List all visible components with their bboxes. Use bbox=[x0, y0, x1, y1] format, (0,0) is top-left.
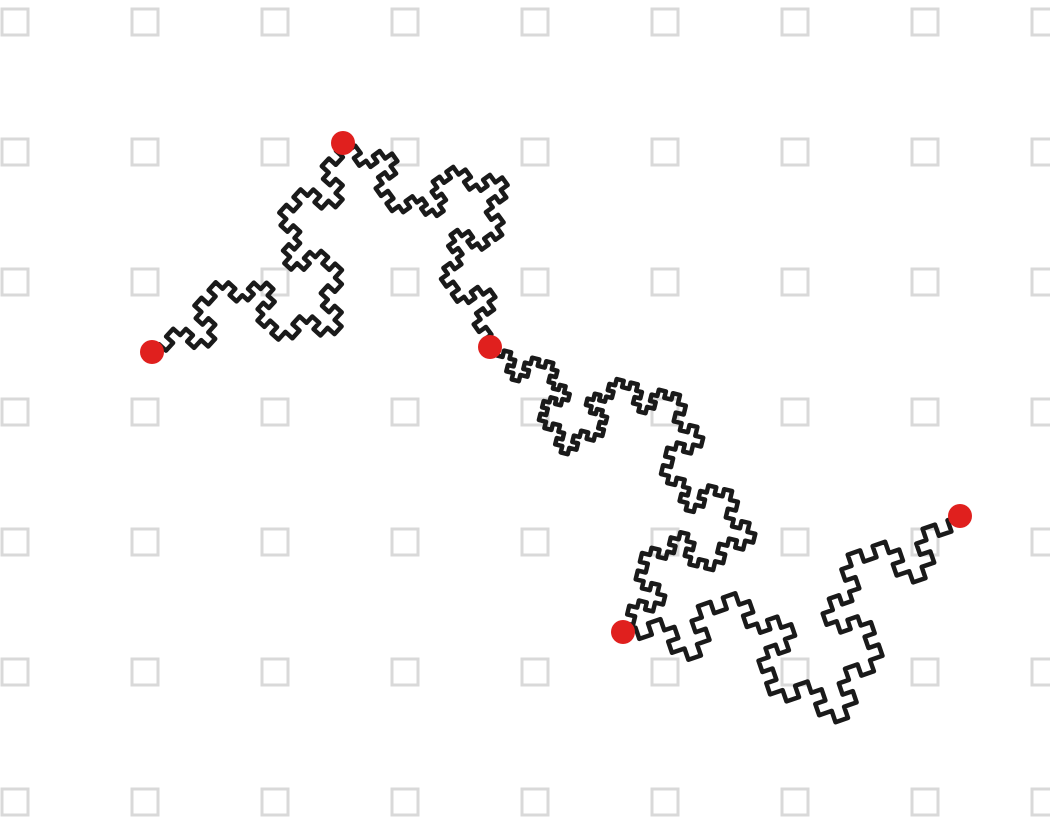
grid-marker bbox=[780, 267, 810, 297]
grid-marker bbox=[910, 137, 940, 167]
grid-marker bbox=[390, 7, 420, 37]
highlighted-points bbox=[140, 131, 972, 644]
grid-marker bbox=[130, 397, 160, 427]
grid-marker bbox=[780, 7, 810, 37]
endpoint-dot bbox=[611, 620, 635, 644]
grid-marker bbox=[0, 527, 30, 557]
grid-marker bbox=[390, 397, 420, 427]
grid-marker bbox=[390, 267, 420, 297]
grid-marker bbox=[0, 137, 30, 167]
grid-marker bbox=[520, 267, 550, 297]
grid-marker bbox=[780, 787, 810, 817]
grid-marker bbox=[650, 137, 680, 167]
grid-marker bbox=[520, 527, 550, 557]
grid-marker bbox=[130, 267, 160, 297]
grid-marker bbox=[260, 657, 290, 687]
grid-marker bbox=[910, 7, 940, 37]
grid-marker bbox=[1030, 397, 1050, 427]
grid-marker bbox=[1030, 137, 1050, 167]
grid-marker bbox=[1030, 657, 1050, 687]
grid-marker bbox=[780, 527, 810, 557]
grid-marker bbox=[260, 267, 290, 297]
grid-marker bbox=[910, 657, 940, 687]
grid-marker bbox=[260, 397, 290, 427]
grid-marker bbox=[0, 787, 30, 817]
endpoint-dot bbox=[331, 131, 355, 155]
grid-marker bbox=[650, 787, 680, 817]
grid-marker bbox=[260, 137, 290, 167]
grid-marker bbox=[910, 397, 940, 427]
fractal-curve bbox=[149, 140, 963, 725]
grid-marker bbox=[130, 7, 160, 37]
grid-marker bbox=[1030, 267, 1050, 297]
grid-marker bbox=[260, 527, 290, 557]
grid-marker bbox=[0, 657, 30, 687]
grid-marker bbox=[0, 7, 30, 37]
grid-marker bbox=[780, 397, 810, 427]
grid-marker bbox=[0, 267, 30, 297]
grid-marker bbox=[130, 787, 160, 817]
grid-marker bbox=[260, 787, 290, 817]
endpoint-dot bbox=[948, 504, 972, 528]
grid-marker bbox=[520, 657, 550, 687]
grid-marker bbox=[1030, 527, 1050, 557]
grid-marker bbox=[650, 657, 680, 687]
grid-marker bbox=[910, 267, 940, 297]
grid-marker bbox=[260, 7, 290, 37]
grid-marker bbox=[130, 657, 160, 687]
grid-marker bbox=[520, 787, 550, 817]
grid-marker bbox=[130, 137, 160, 167]
endpoint-dot bbox=[478, 335, 502, 359]
grid-marker bbox=[130, 527, 160, 557]
grid-marker bbox=[1030, 787, 1050, 817]
grid-marker bbox=[520, 137, 550, 167]
grid-marker bbox=[0, 397, 30, 427]
grid-marker bbox=[390, 787, 420, 817]
endpoint-dot bbox=[140, 340, 164, 364]
grid-marker bbox=[650, 267, 680, 297]
grid-marker bbox=[1030, 7, 1050, 37]
grid-marker bbox=[520, 7, 550, 37]
grid-marker bbox=[780, 137, 810, 167]
grid-marker bbox=[390, 657, 420, 687]
grid-marker bbox=[390, 527, 420, 557]
grid-marker bbox=[650, 7, 680, 37]
grid-marker bbox=[910, 787, 940, 817]
